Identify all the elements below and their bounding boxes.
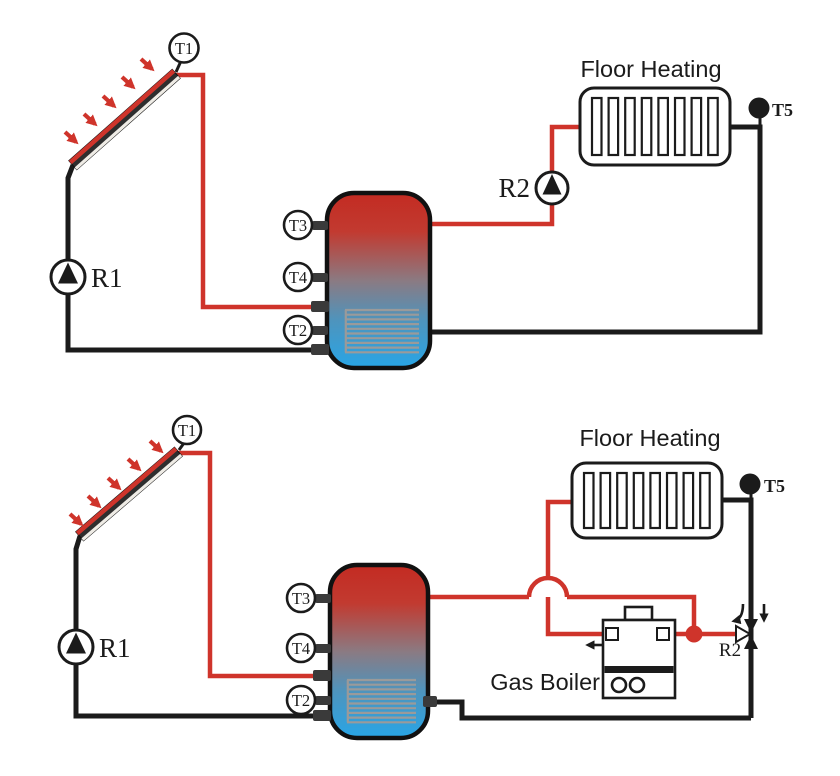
- tank-port-return: [423, 696, 437, 707]
- tank-port-t2: [315, 696, 331, 705]
- boiler-sight-glass: [628, 676, 646, 694]
- sun-rays-icon: [63, 57, 155, 145]
- boiler-sight-glass: [610, 676, 628, 694]
- sun-rays-icon: [68, 439, 164, 527]
- floor-heating-radiator: [570, 461, 724, 540]
- pipe-crossover-bridge: [526, 575, 570, 598]
- tank-port-solar-out: [313, 710, 331, 721]
- flow-arrow-curved-icon: [731, 603, 745, 625]
- tank-port-solar-out: [311, 344, 329, 355]
- storage-tank: [313, 562, 437, 741]
- sensor-t2: T2: [282, 314, 314, 346]
- sensor-t4-label: T4: [292, 639, 310, 658]
- radiator-title: Floor Heating: [580, 56, 721, 82]
- sensor-t5-label: T5: [772, 100, 793, 120]
- valve-r2: [735, 619, 758, 649]
- sensor-t2-label: T2: [292, 691, 310, 710]
- solar-supply-pipe: [175, 72, 320, 310]
- tank-port-t3: [312, 221, 328, 230]
- boiler-label: Gas Boiler: [490, 669, 600, 695]
- sensor-t5-label: T5: [764, 476, 785, 496]
- sensor-t1: T1: [171, 414, 203, 451]
- tank-boiler-return-pipe: [428, 699, 751, 721]
- tank-port-t4: [315, 644, 331, 653]
- sensor-t1-label: T1: [178, 421, 196, 440]
- heating-return-pipe: [430, 124, 763, 335]
- boiler-port-right: [656, 627, 670, 641]
- solar-return-pipe: [65, 164, 322, 353]
- gas-boiler: [601, 605, 677, 700]
- solar-return-pipe: [73, 535, 322, 719]
- pump-r1: [49, 258, 87, 296]
- sensor-t4-label: T4: [289, 268, 307, 287]
- floor-heating-radiator: [578, 86, 732, 167]
- valve-r2-label: R2: [719, 640, 741, 661]
- tank-port-t4: [312, 273, 328, 282]
- boiler-port-left: [605, 627, 619, 641]
- tank-port-t2: [312, 326, 328, 335]
- sensor-t1: T1: [168, 32, 200, 73]
- sensor-t3-label: T3: [292, 589, 310, 608]
- heating-return-pipe: [720, 497, 754, 718]
- solar-collector: [68, 68, 181, 171]
- pump-r1: [57, 628, 95, 666]
- solar-supply-pipe: [177, 450, 322, 679]
- tank-port-t3: [315, 594, 331, 603]
- sensor-t2: T2: [285, 684, 317, 716]
- sensor-t3: T3: [285, 582, 317, 614]
- sensor-t3: T3: [282, 209, 314, 241]
- boiler-chimney: [623, 605, 654, 622]
- radiator-supply-pipe: [545, 499, 612, 637]
- heat-exchanger-coil: [346, 678, 416, 724]
- tank-supply-pipe-2: [567, 594, 737, 637]
- tank-port-solar-in: [311, 301, 329, 312]
- pump-r2-label: R2: [498, 173, 530, 203]
- sensor-t5: T5: [739, 473, 785, 500]
- sensor-t4: T4: [285, 632, 317, 664]
- diagram-solar-with-pump: T1 R1: [49, 32, 793, 371]
- sensor-t5: T5: [748, 97, 793, 127]
- pump-r2: [534, 170, 570, 206]
- pump-r1-label: R1: [99, 633, 131, 663]
- diagram-solar-with-boiler: T1 R1: [57, 414, 785, 741]
- solar-collector: [75, 446, 183, 542]
- pump-r1-label: R1: [91, 263, 123, 293]
- radiator-title: Floor Heating: [579, 425, 720, 451]
- sensor-t3-label: T3: [289, 216, 307, 235]
- sensor-t2-label: T2: [289, 321, 307, 340]
- sensor-t1-label: T1: [175, 39, 193, 58]
- tank-port-solar-in: [313, 670, 331, 681]
- heat-exchanger-coil: [344, 308, 419, 354]
- sensor-t4: T4: [282, 261, 314, 293]
- storage-tank: [311, 190, 433, 371]
- pipe-junction-dot: [685, 625, 703, 643]
